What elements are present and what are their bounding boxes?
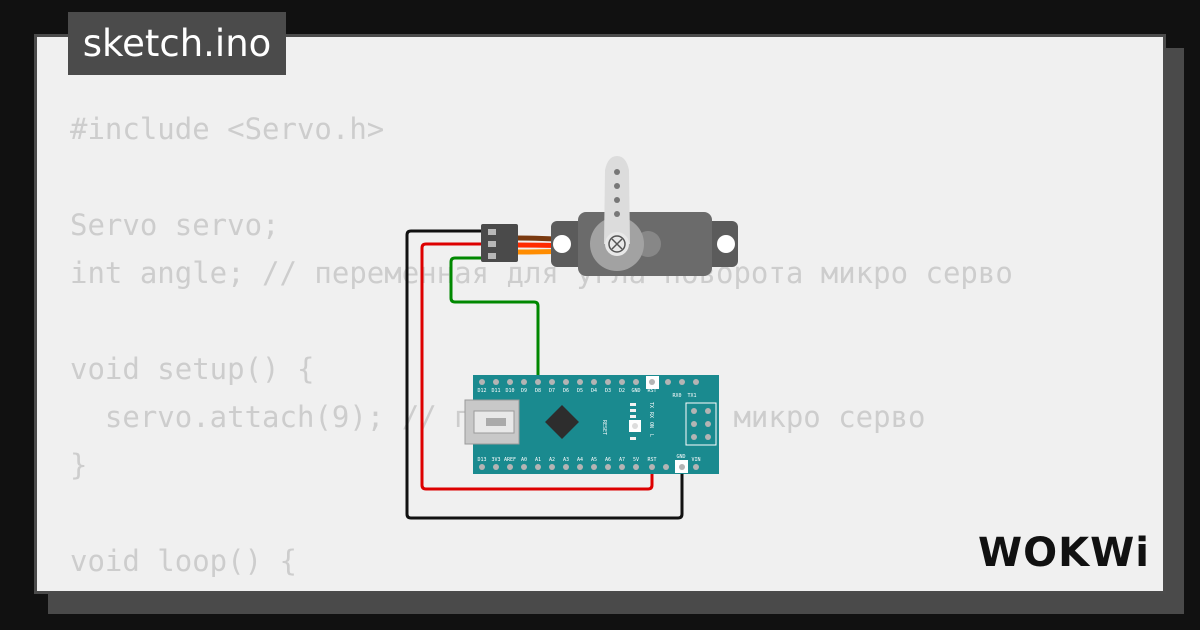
- pin-label: 3V3: [491, 457, 500, 463]
- pin-top: [479, 379, 485, 385]
- pin-labels-bottom: D13 3V3 AREF A0 A1 A2 A3 A4 A5 A6 A7 5V …: [477, 454, 700, 463]
- arduino-nano-board: D12 D11 D10 D9 D8 D7 D6 D5 D4 D3 D2 GND …: [464, 375, 719, 474]
- led-l: [630, 437, 636, 440]
- pin-label: 5V: [633, 457, 639, 463]
- led-tx: [630, 403, 636, 406]
- pin-label: AREF: [504, 457, 516, 463]
- pin-label: A2: [549, 457, 555, 463]
- pin-label: A7: [619, 457, 625, 463]
- pin-top: [649, 379, 655, 385]
- power-wire: [420, 242, 654, 491]
- pin-bottom: [679, 464, 685, 470]
- ground-wire: [405, 229, 684, 520]
- code-line: Servo servo;: [70, 208, 280, 242]
- pin-bottom: [521, 464, 527, 470]
- logo-text: WOKWi: [978, 530, 1150, 576]
- pin-bottom: [591, 464, 597, 470]
- pin-bottom: [693, 464, 699, 470]
- pin-bottom: [577, 464, 583, 470]
- code-line: #include <Servo.h>: [70, 112, 385, 146]
- pin-label: A1: [535, 457, 541, 463]
- wokwi-logo: WOKWi: [978, 530, 1150, 576]
- pin-top: [563, 379, 569, 385]
- status-leds: [630, 403, 636, 440]
- pin-label: D7: [549, 388, 555, 394]
- code-preview-card: #include <Servo.h>Servo servo;int angle;…: [34, 34, 1166, 594]
- pin-label: A0: [521, 457, 527, 463]
- pin-label: A5: [591, 457, 597, 463]
- pin-label: A6: [605, 457, 611, 463]
- pin-top: [549, 379, 555, 385]
- pin-bottom: [507, 464, 513, 470]
- pin-label: RST: [647, 457, 656, 463]
- pin-label: D2: [619, 388, 625, 394]
- pin-top: [521, 379, 527, 385]
- pin-label: D10: [505, 388, 514, 394]
- pin-label: GND: [631, 388, 640, 394]
- code-line: void setup() {: [70, 352, 315, 386]
- pin-bottom: [563, 464, 569, 470]
- code-line: void loop() {: [70, 544, 297, 578]
- pin-label: RX0: [672, 393, 681, 399]
- pin-label: A3: [563, 457, 569, 463]
- servo-motor: [481, 156, 738, 276]
- pin-label: D6: [563, 388, 569, 394]
- pin-top: [619, 379, 625, 385]
- pin-label: GND: [676, 454, 685, 460]
- pin-top: [665, 379, 671, 385]
- pin-top: [493, 379, 499, 385]
- pin-top: [591, 379, 597, 385]
- pin-label: D9: [521, 388, 527, 394]
- pin-top: [535, 379, 541, 385]
- pin-bottom: [649, 464, 655, 470]
- pin-bottom: [619, 464, 625, 470]
- pin-label: RST: [647, 388, 656, 394]
- pin-bottom: [633, 464, 639, 470]
- pin-labels-top: D12 D11 D10 D9 D8 D7 D6 D5 D4 D3 D2 GND …: [477, 388, 696, 399]
- pin-top: [605, 379, 611, 385]
- pin-bottom: [479, 464, 485, 470]
- pin-label: TX1: [687, 393, 696, 399]
- pin-bottom: [493, 464, 499, 470]
- pin-label: A4: [577, 457, 583, 463]
- file-tab[interactable]: sketch.ino: [68, 12, 286, 75]
- pin-bottom: [663, 464, 669, 470]
- code-line: }: [70, 448, 88, 482]
- led-label: TX: [648, 402, 654, 408]
- pin-bottom: [605, 464, 611, 470]
- pin-label: D13: [477, 457, 486, 463]
- led-label: RX: [648, 412, 654, 418]
- pin-top: [577, 379, 583, 385]
- pin-label: D11: [491, 388, 500, 394]
- led-rx: [630, 409, 636, 412]
- pin-label: D3: [605, 388, 611, 394]
- reset-label: RESET: [601, 420, 607, 435]
- pin-row-top: [479, 376, 699, 389]
- pin-label: D8: [535, 388, 541, 394]
- microcontroller-chip: [545, 405, 579, 439]
- servo-connector: [481, 224, 518, 262]
- pin-label: D5: [577, 388, 583, 394]
- pin-top: [679, 379, 685, 385]
- pin-label: VIN: [691, 457, 700, 463]
- icsp-header: [685, 402, 717, 446]
- pin-row-bottom: [479, 460, 699, 473]
- pin-top: [693, 379, 699, 385]
- pin-top: [633, 379, 639, 385]
- pin-bottom: [535, 464, 541, 470]
- pin-top: [507, 379, 513, 385]
- usb-port: [464, 399, 520, 445]
- led-label: L: [648, 434, 654, 437]
- pin-bottom: [549, 464, 555, 470]
- led-on: [630, 415, 636, 418]
- led-label: ON: [648, 422, 654, 428]
- signal-wire: [449, 256, 540, 381]
- pin-label: D4: [591, 388, 597, 394]
- pin-label: D12: [477, 388, 486, 394]
